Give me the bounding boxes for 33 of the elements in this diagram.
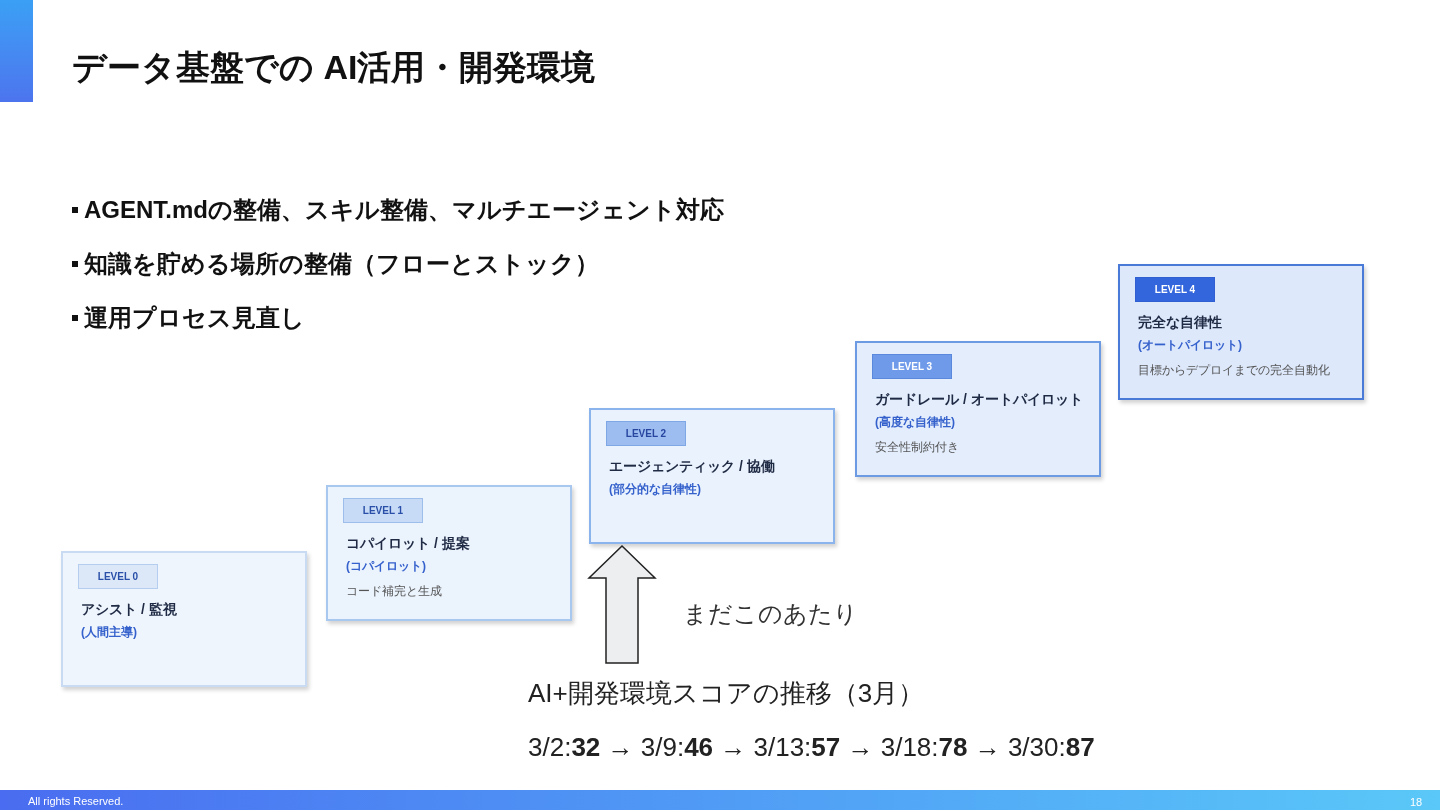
level-card: [589, 408, 835, 544]
level-description: コード補完と生成: [346, 583, 442, 600]
level-subtitle: (部分的な自律性): [609, 481, 701, 498]
footer-text: All rights Reserved.: [28, 794, 124, 809]
level-badge: LEVEL 2: [606, 421, 686, 446]
level-subtitle: (オートパイロット): [1138, 337, 1242, 354]
level-title: エージェンティック / 協働: [609, 457, 775, 476]
score-history: 3/2:32 → 3/9:46 → 3/13:57 → 3/18:78 → 3/30:87: [528, 731, 1095, 764]
level-badge: LEVEL 0: [78, 564, 158, 589]
level-description: 目標からデプロイまでの完全自動化: [1138, 362, 1330, 379]
level-card: [1118, 264, 1364, 400]
level-badge: LEVEL 1: [343, 498, 423, 523]
note-text: まだこのあたり: [683, 599, 858, 629]
level-subtitle: (高度な自律性): [875, 414, 955, 431]
level-badge: LEVEL 3: [872, 354, 952, 379]
bullet-text: AGENT.mdの整備、スキル整備、マルチエージェント対応: [84, 195, 724, 225]
page-number: 18: [1410, 795, 1423, 810]
slide-title: データ基盤での AI活用・開発環境: [72, 47, 596, 88]
level-title: ガードレール / オートパイロット: [875, 390, 1083, 409]
bullet-text: 知識を貯める場所の整備（フローとストック）: [84, 249, 599, 279]
level-title: 完全な自律性: [1138, 313, 1222, 332]
level-card: [61, 551, 307, 687]
level-subtitle: (人間主導): [81, 624, 137, 641]
level-badge: LEVEL 4: [1135, 277, 1215, 302]
score-heading: AI+開発環境スコアの推移（3月）: [528, 677, 925, 710]
level-title: コパイロット / 提案: [346, 534, 470, 553]
level-subtitle: (コパイロット): [346, 558, 426, 575]
bullet-text: 運用プロセス見直し: [84, 303, 305, 333]
block-arrow: [587, 544, 657, 664]
level-card: [326, 485, 572, 621]
level-card: [855, 341, 1101, 477]
level-title: アシスト / 監視: [81, 600, 177, 619]
level-description: 安全性制約付き: [875, 439, 959, 456]
